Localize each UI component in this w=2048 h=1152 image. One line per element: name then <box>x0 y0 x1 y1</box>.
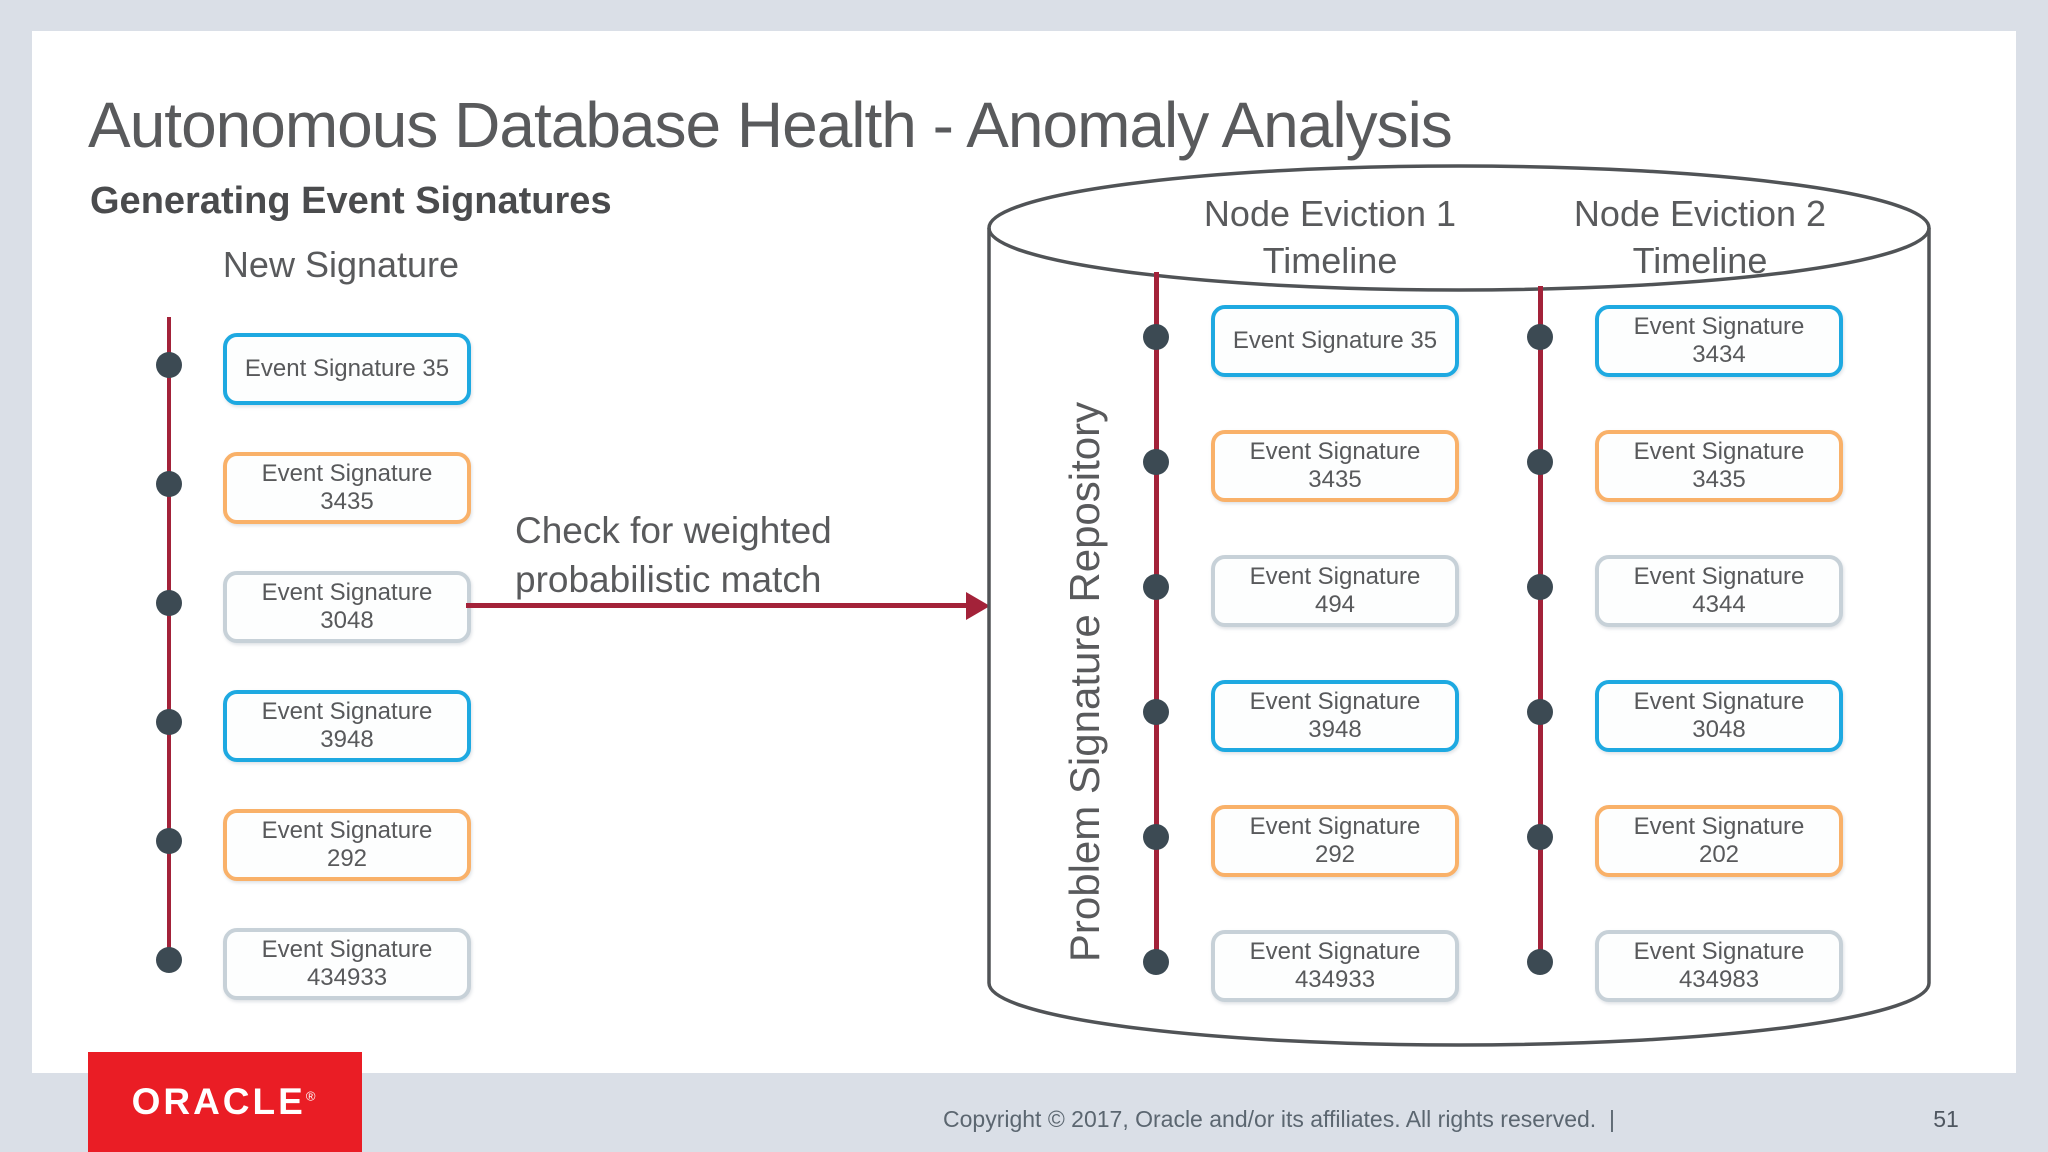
match-arrow-line <box>466 603 968 608</box>
copyright-text: Copyright © 2017, Oracle and/or its affi… <box>943 1106 1615 1132</box>
new-signature-timeline-line <box>167 317 171 963</box>
event-signature-box: Event Signature 202 <box>1595 805 1843 877</box>
registered-mark-icon: ® <box>305 1088 319 1104</box>
event-signature-box: Event Signature 35 <box>1211 305 1459 377</box>
event-signature-box: Event Signature 3048 <box>1595 680 1843 752</box>
page-subtitle: Generating Event Signatures <box>90 180 612 222</box>
event-signature-box: Event Signature 3435 <box>223 452 471 524</box>
event-signature-box: Event Signature 3435 <box>1595 430 1843 502</box>
event-signature-text: Event Signature <box>1633 688 1805 715</box>
timeline-dot <box>1527 324 1553 350</box>
event-signature-text: Event Signature <box>261 698 433 725</box>
timeline-dot <box>1527 574 1553 600</box>
event-signature-id: 3434 <box>1692 341 1746 368</box>
match-note: Check for weighted probabilistic match <box>515 506 832 604</box>
event-signature-box: Event Signature 434933 <box>223 928 471 1000</box>
timeline1-title: Node Eviction 1 <box>1203 193 1457 234</box>
event-signature-id: 3948 <box>320 726 374 753</box>
event-signature-id: 202 <box>1698 841 1740 868</box>
event-signature-box: Event Signature 3948 <box>223 690 471 762</box>
event-signature-id: 3048 <box>1692 716 1746 743</box>
event-signature-text: Event Signature <box>261 579 433 606</box>
event-signature-id: 3048 <box>320 607 374 634</box>
timeline1-line <box>1154 272 1159 968</box>
event-signature-id: 3435 <box>1692 466 1746 493</box>
event-signature-box: Event Signature 494 <box>1211 555 1459 627</box>
event-signature-text: Event Signature <box>1633 563 1805 590</box>
oracle-logo: ORACLE® <box>88 1052 362 1152</box>
event-signature-box: Event Signature 3434 <box>1595 305 1843 377</box>
event-signature-id: 3435 <box>1308 466 1362 493</box>
event-signature-box: Event Signature 3435 <box>1211 430 1459 502</box>
timeline-dot <box>156 709 182 735</box>
event-signature-box: Event Signature 292 <box>1211 805 1459 877</box>
event-signature-text: Event Signature <box>1249 563 1421 590</box>
page-title: Autonomous Database Health - Anomaly Ana… <box>88 89 1453 161</box>
timeline-dot <box>1143 324 1169 350</box>
event-signature-text: Event Signature <box>261 817 433 844</box>
timeline2-header: Node Eviction 2 Timeline <box>1530 190 1870 284</box>
match-note-line1: Check for weighted <box>515 510 832 551</box>
event-signature-text: Event Signature <box>261 936 433 963</box>
event-signature-text: Event Signature 35 <box>1232 327 1438 354</box>
event-signature-text: Event Signature <box>1249 813 1421 840</box>
event-signature-box: Event Signature 434933 <box>1211 930 1459 1002</box>
event-signature-id: 3435 <box>320 488 374 515</box>
timeline-dot <box>156 352 182 378</box>
event-signature-text: Event Signature <box>1249 688 1421 715</box>
event-signature-text: Event Signature <box>261 460 433 487</box>
timeline-dot <box>156 947 182 973</box>
event-signature-text: Event Signature <box>1633 438 1805 465</box>
oracle-logo-text: ORACLE® <box>131 1081 319 1122</box>
repository-label: Problem Signature Repository <box>1061 401 1108 963</box>
timeline-dot <box>1143 574 1169 600</box>
timeline-dot <box>156 471 182 497</box>
event-signature-box: Event Signature 292 <box>223 809 471 881</box>
timeline-dot <box>1143 449 1169 475</box>
timeline2-subtitle: Timeline <box>1632 240 1768 281</box>
page-number: 51 <box>1933 1106 1959 1132</box>
event-signature-text: Event Signature <box>1249 438 1421 465</box>
event-signature-text: Event Signature <box>1633 938 1805 965</box>
event-signature-id: 292 <box>1314 841 1356 868</box>
timeline2-title: Node Eviction 2 <box>1573 193 1827 234</box>
event-signature-id: 434933 <box>306 964 388 991</box>
event-signature-id: 4344 <box>1692 591 1746 618</box>
event-signature-id: 3948 <box>1308 716 1362 743</box>
event-signature-id: 434933 <box>1294 966 1376 993</box>
event-signature-box: Event Signature 4344 <box>1595 555 1843 627</box>
timeline1-header: Node Eviction 1 Timeline <box>1160 190 1500 284</box>
event-signature-text: Event Signature <box>1633 813 1805 840</box>
event-signature-box: Event Signature 3048 <box>223 571 471 643</box>
timeline2-line <box>1538 286 1543 968</box>
event-signature-text: Event Signature 35 <box>244 355 450 382</box>
timeline-dot <box>1527 949 1553 975</box>
event-signature-text: Event Signature <box>1249 938 1421 965</box>
timeline-dot <box>1143 824 1169 850</box>
timeline-dot <box>156 828 182 854</box>
timeline1-subtitle: Timeline <box>1262 240 1398 281</box>
timeline-dot <box>1527 449 1553 475</box>
event-signature-id: 494 <box>1314 591 1356 618</box>
new-signature-label: New Signature <box>222 244 460 285</box>
timeline-dot <box>1527 699 1553 725</box>
timeline-dot <box>1143 949 1169 975</box>
timeline-dot <box>1143 699 1169 725</box>
timeline-dot <box>1527 824 1553 850</box>
event-signature-box: Event Signature 434983 <box>1595 930 1843 1002</box>
match-arrow-head-icon <box>966 592 990 620</box>
event-signature-box: Event Signature 3948 <box>1211 680 1459 752</box>
event-signature-id: 292 <box>326 845 368 872</box>
match-note-line2: probabilistic match <box>515 559 822 600</box>
event-signature-box: Event Signature 35 <box>223 333 471 405</box>
event-signature-id: 434983 <box>1678 966 1760 993</box>
timeline-dot <box>156 590 182 616</box>
event-signature-text: Event Signature <box>1633 313 1805 340</box>
